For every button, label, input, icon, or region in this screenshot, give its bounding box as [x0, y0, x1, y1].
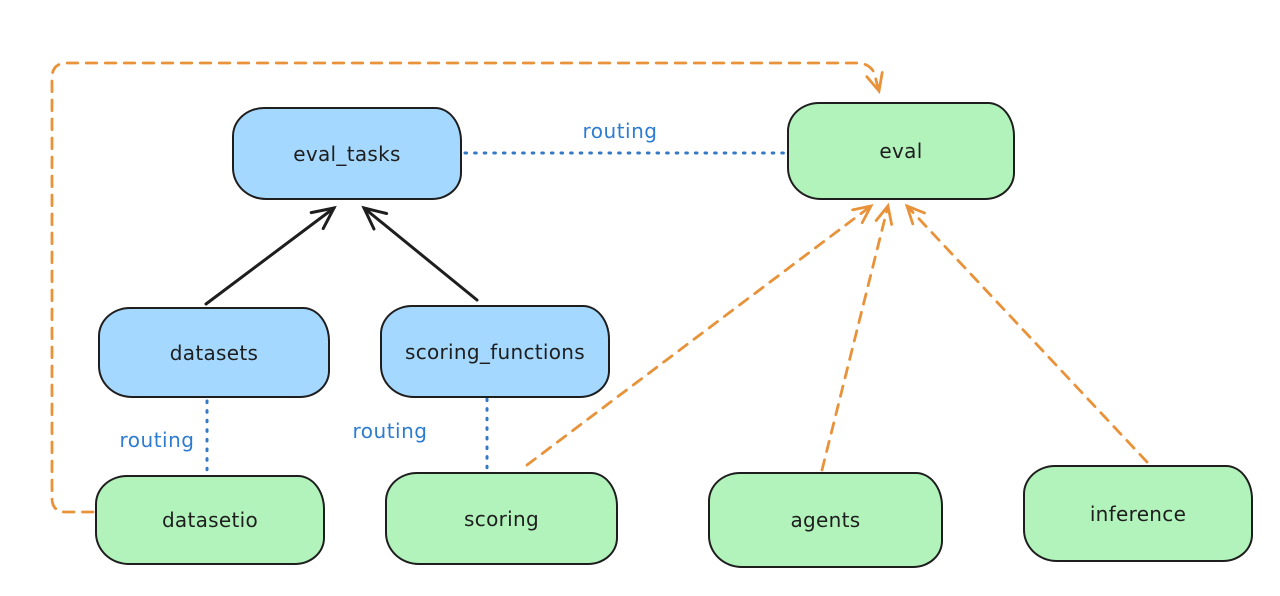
node-datasetio: datasetio [95, 475, 325, 565]
edge-agents-to-eval-arrow [820, 202, 894, 472]
edge-scoring-functions-to-eval-tasks-arrow [361, 205, 479, 302]
node-scoring: scoring [385, 472, 618, 565]
node-scoring-label: scoring [464, 506, 539, 531]
node-scoring-functions-label: scoring_functions [404, 339, 586, 364]
edge-inference-to-eval-arrow [904, 203, 1149, 464]
node-datasets-label: datasets [169, 340, 259, 365]
node-inference: inference [1023, 465, 1253, 562]
routing-label-datasets-datasetio: routing [119, 428, 195, 452]
node-agents-label: agents [790, 508, 861, 532]
edge-datasets-to-eval-tasks-arrow [204, 205, 337, 306]
node-eval-label: eval [879, 139, 923, 163]
node-scoring-functions: scoring_functions [380, 305, 610, 398]
routing-label-eval-tasks-eval: routing [582, 119, 658, 143]
node-agents: agents [708, 472, 943, 568]
node-datasetio-label: datasetio [161, 508, 259, 532]
node-eval: eval [787, 102, 1015, 200]
routing-label-scoring-functions-scoring: routing [352, 419, 428, 443]
node-datasets: datasets [98, 307, 330, 398]
node-eval-tasks: eval_tasks [232, 107, 462, 200]
node-eval-tasks-label: eval_tasks [293, 141, 401, 166]
node-inference-label: inference [1089, 501, 1187, 526]
